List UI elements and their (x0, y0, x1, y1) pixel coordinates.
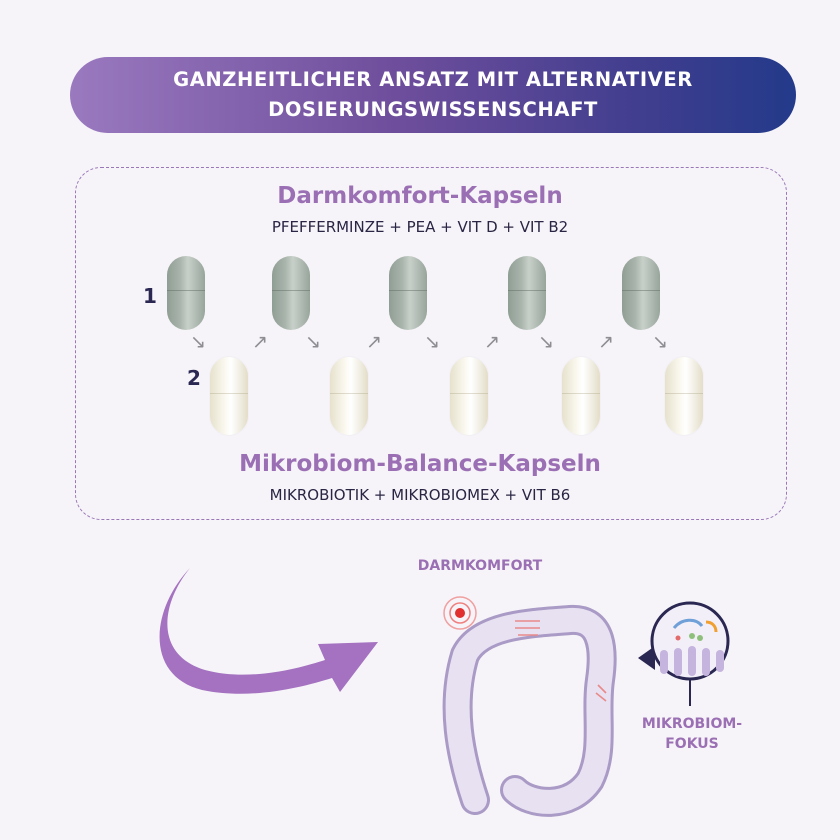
arrow-down-right-icon: ↘ (305, 331, 321, 353)
white-capsule (665, 357, 703, 435)
capsule-schedule-box (75, 167, 787, 520)
arrow-down-right-icon: ↘ (190, 331, 206, 353)
darmkomfort-capsules-ingredients: PFEFFERMINZE + PEA + VIT D + VIT B2 (271, 218, 569, 236)
green-capsule (272, 256, 310, 330)
arrow-up-right-icon: ↗ (366, 331, 382, 353)
white-capsule (562, 357, 600, 435)
curved-arrow-icon (159, 568, 378, 694)
white-capsule (450, 357, 488, 435)
green-capsule (622, 256, 660, 330)
arrow-down-right-icon: ↘ (538, 331, 554, 353)
darmkomfort-capsules-title: Darmkomfort-Kapseln (277, 183, 563, 209)
microbiome-magnifier-icon (638, 601, 730, 706)
row-number-2: 2 (187, 366, 201, 390)
row-number-1: 1 (143, 284, 157, 308)
banner-line-1: GANZHEITLICHER ANSATZ MIT ALTERNATIVER (173, 68, 693, 91)
mikrobiom-focus-label-line1: MIKROBIOM- (641, 716, 743, 732)
arrow-up-right-icon: ↗ (252, 331, 268, 353)
white-capsule (210, 357, 248, 435)
mikrobiom-capsules-title: Mikrobiom-Balance-Kapseln (239, 451, 601, 477)
white-capsule (330, 357, 368, 435)
header-banner: GANZHEITLICHER ANSATZ MIT ALTERNATIVER D… (70, 57, 796, 133)
mikrobiom-focus-label-line2: FOKUS (665, 736, 719, 752)
banner-line-2: DOSIERUNGSWISSENSCHAFT (268, 98, 598, 121)
green-capsule (508, 256, 546, 330)
intestine-icon (442, 596, 617, 817)
green-capsule (167, 256, 205, 330)
arrow-up-right-icon: ↗ (598, 331, 614, 353)
arrow-down-right-icon: ↘ (424, 331, 440, 353)
darmkomfort-label: DARMKOMFORT (417, 558, 543, 574)
mikrobiom-capsules-ingredients: MIKROBIOTIK + MIKROBIOMEX + VIT B6 (269, 486, 571, 504)
arrow-up-right-icon: ↗ (484, 331, 500, 353)
green-capsule (389, 256, 427, 330)
arrow-down-right-icon: ↘ (652, 331, 668, 353)
